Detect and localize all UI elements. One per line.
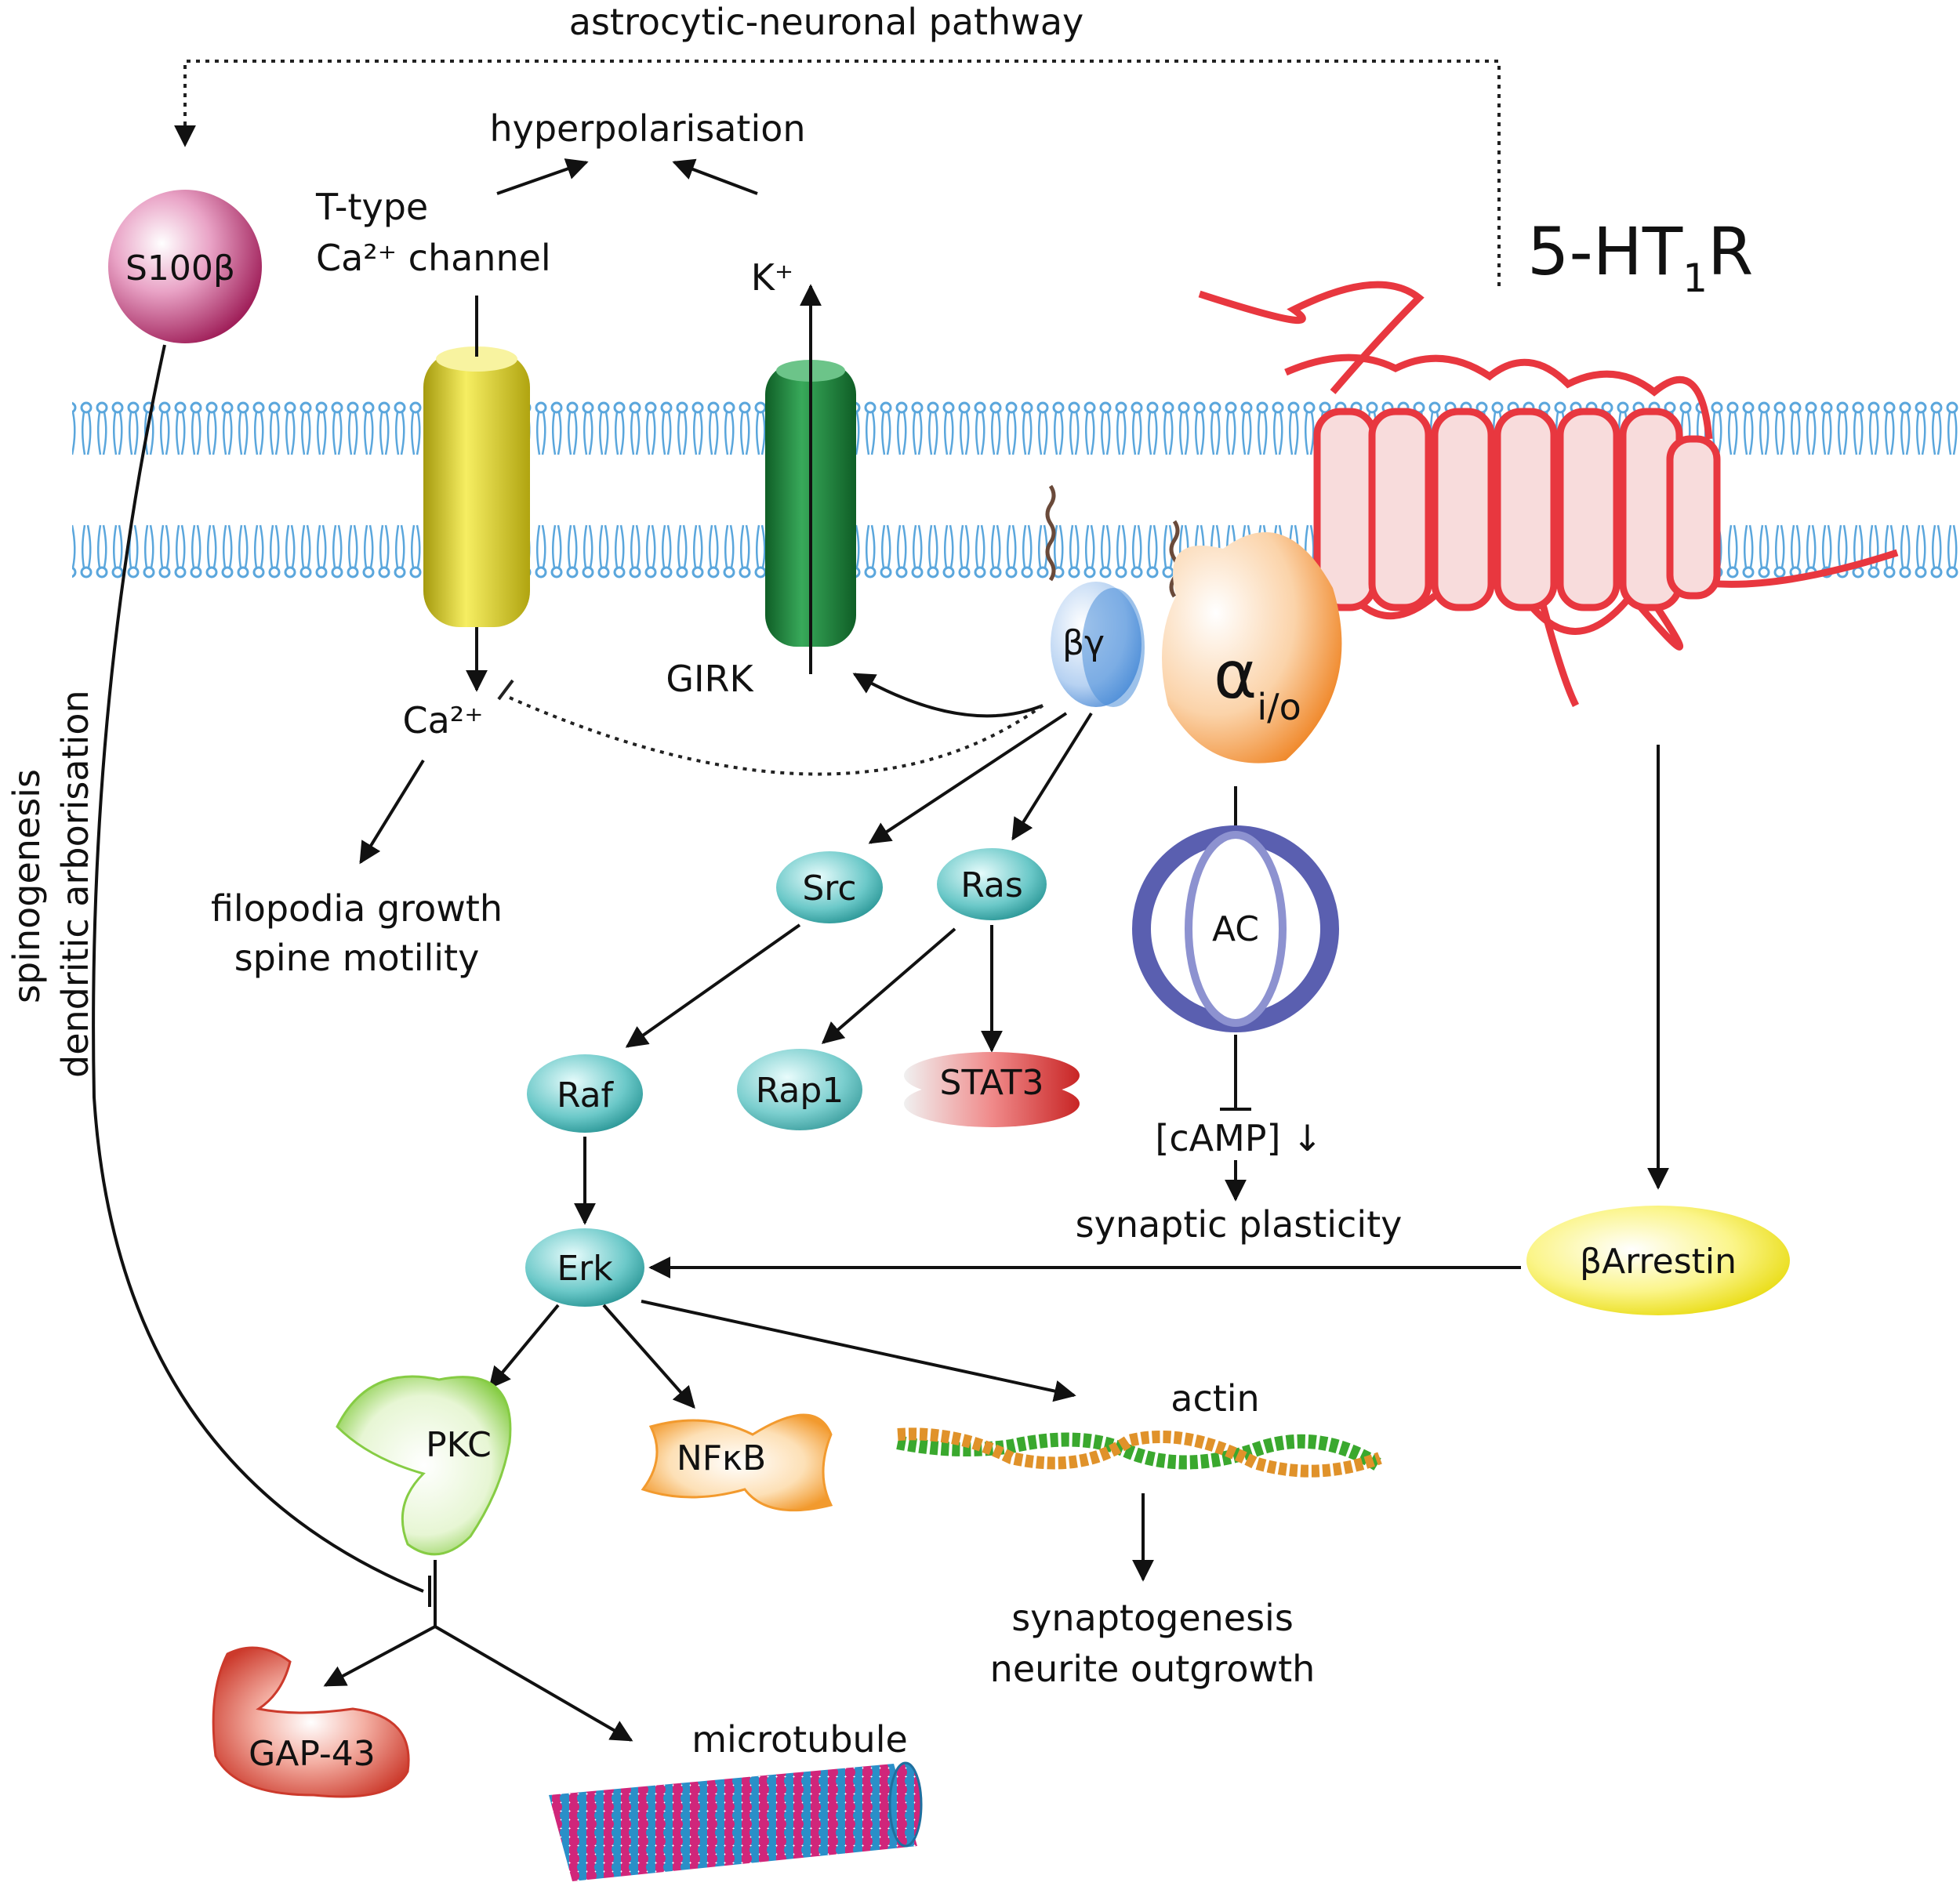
synaptic-plasticity-label: synaptic plasticity (1076, 1203, 1403, 1246)
arrow-k-to-hyper (672, 158, 758, 195)
hyperpolarisation-label: hyperpolarisation (489, 107, 805, 150)
filopodia-label: filopodia growth (211, 887, 503, 930)
rap1-node: Rap1 (737, 1049, 862, 1130)
spinogenesis-label: spinogenesis (5, 769, 48, 1003)
svg-text:5-HT1R: 5-HT1R (1527, 213, 1753, 301)
arrow-ca-to-hyper (496, 158, 589, 195)
synaptogenesis-label: synaptogenesis (1011, 1597, 1294, 1639)
neurite-outgrowth-label: neurite outgrowth (990, 1648, 1316, 1690)
arrow-bg-to-ras (1011, 712, 1093, 841)
ras-label: Ras (960, 865, 1023, 905)
beta-gamma-node: βγ (1051, 582, 1145, 707)
lipid-anchor-2-icon (1169, 520, 1180, 598)
s100b-inhibit-curve (92, 344, 424, 1593)
beta-gamma-label: βγ (1062, 623, 1105, 663)
inhibit-bg-to-ca (509, 696, 1044, 776)
receptor-helices (1313, 408, 1721, 611)
arrow-src-to-raf (625, 923, 801, 1048)
arrow-to-gap43 (323, 1625, 436, 1687)
svg-text:αi/o: αi/o (1214, 637, 1301, 728)
arborisation-label: dendritic arborisation (54, 690, 96, 1078)
ca-channel-label: Ca²⁺ channel (316, 237, 551, 279)
alpha-label: α (1214, 637, 1257, 713)
arrow-ca-to-filopodia (359, 759, 425, 865)
arrow-bg-to-girk (852, 673, 1044, 718)
t-type-label: T-type (315, 186, 428, 228)
raf-node: Raf (527, 1054, 643, 1133)
ca-ion-label: Ca²⁺ (402, 699, 483, 742)
s100b-label: S100β (125, 248, 235, 288)
stat3-node: STAT3 (904, 1052, 1080, 1127)
stat3-label: STAT3 (940, 1063, 1044, 1103)
arrow-to-microtubule (434, 1625, 633, 1742)
arrow-bg-to-src (868, 712, 1068, 844)
arrow-ras-to-rap1 (821, 927, 956, 1044)
microtubule-icon (549, 1761, 923, 1881)
actin-label: actin (1171, 1377, 1259, 1420)
inhibit-bar-ca (497, 679, 514, 701)
ca-channel-icon (423, 346, 530, 627)
girk-label: GIRK (666, 658, 754, 700)
pathway-label: astrocytic-neuronal pathway (569, 1, 1083, 43)
arrow-erk-to-nfkb (602, 1304, 695, 1409)
barrestin-label: βArrestin (1580, 1242, 1737, 1282)
raf-label: Raf (557, 1075, 615, 1115)
camp-label: [cAMP] ↓ (1155, 1117, 1322, 1159)
lipid-anchor-icon (1045, 484, 1056, 582)
actin-filament-icon (896, 1427, 1384, 1478)
k-ion-label: K⁺ (751, 256, 793, 299)
pkc-node: PKC (336, 1375, 512, 1556)
alpha-sub-label: i/o (1257, 686, 1301, 728)
arrow-erk-to-actin (641, 1300, 1076, 1402)
gap43-label: GAP-43 (249, 1734, 376, 1774)
ac-node: AC (1132, 825, 1339, 1032)
arrow-erk-to-pkc (488, 1304, 560, 1390)
receptor-title: 5-HT1R (1527, 213, 1753, 301)
alpha-io-node: αi/o (1162, 531, 1342, 763)
barrestin-node: βArrestin (1526, 1206, 1790, 1315)
gap43-node: GAP-43 (212, 1646, 410, 1798)
nfkb-label: NFκB (677, 1438, 766, 1478)
s100b-node: S100β (108, 190, 262, 343)
rap1-label: Rap1 (756, 1071, 844, 1111)
ac-label: AC (1212, 909, 1259, 949)
microtubule-label: microtubule (691, 1718, 908, 1761)
astrocytic-pathway-arrow (174, 60, 1501, 286)
nfkb-node: NFκB (641, 1413, 833, 1512)
src-label: Src (802, 869, 856, 909)
spine-motility-label: spine motility (234, 937, 480, 979)
pkc-label: PKC (426, 1425, 492, 1465)
ras-node: Ras (937, 848, 1047, 920)
src-node: Src (776, 851, 883, 923)
erk-label: Erk (557, 1249, 613, 1289)
erk-node: Erk (525, 1228, 644, 1307)
